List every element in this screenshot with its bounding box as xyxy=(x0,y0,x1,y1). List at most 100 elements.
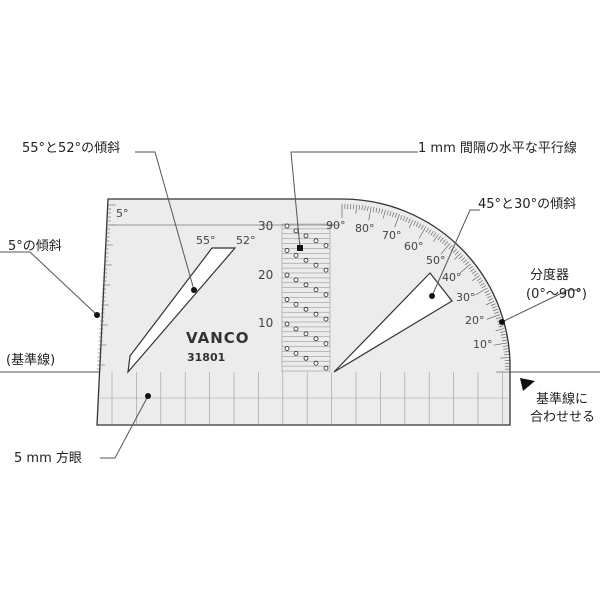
parallel-hole xyxy=(323,341,329,347)
protractor-tick xyxy=(367,206,369,212)
protractor-tick xyxy=(372,207,375,213)
protractor-tick xyxy=(459,263,471,274)
protractor-tick xyxy=(428,229,432,234)
parallel-hole xyxy=(313,360,319,366)
protractor-tick xyxy=(480,282,485,286)
protractor-tick xyxy=(400,215,403,220)
protractor-tick xyxy=(488,298,494,301)
leader-tilt-5 xyxy=(0,251,98,316)
protractor-tick xyxy=(500,357,510,359)
protractor-tick xyxy=(473,273,479,277)
protractor-tick xyxy=(394,213,397,218)
label-protractor: 分度器 xyxy=(530,268,570,283)
scale-30-label: 30 xyxy=(258,219,273,233)
protractor-tick xyxy=(413,220,416,226)
protractor-tick xyxy=(490,303,496,306)
parallel-hole xyxy=(284,272,290,278)
deg-20-label: 20° xyxy=(465,314,485,327)
leader-parallel xyxy=(290,151,418,249)
protractor-tick xyxy=(437,235,441,241)
protractor-tick xyxy=(420,224,424,230)
protractor-tick xyxy=(501,339,507,342)
protractor-tick xyxy=(493,342,508,346)
parallel-hole xyxy=(293,228,299,234)
parallel-hole xyxy=(284,321,290,327)
protractor-tick xyxy=(425,227,429,233)
parallel-hole xyxy=(313,287,319,293)
parallel-hole xyxy=(313,238,319,244)
leader-dots xyxy=(94,245,505,399)
protractor-tick xyxy=(405,217,408,223)
parallel-hole xyxy=(303,331,309,337)
parallel-hole xyxy=(303,282,309,288)
protractor-tick xyxy=(476,277,482,282)
parallel-hole xyxy=(284,346,290,351)
parallel-hole xyxy=(323,267,329,273)
align-arrow-icon xyxy=(520,378,535,391)
protractor-tick xyxy=(495,328,505,332)
label-grid-5mm: 5 mm 方眼 xyxy=(14,451,82,466)
parallel-hole xyxy=(293,301,299,307)
mark-52-label: 52° xyxy=(236,234,256,247)
label-tilt-45-30: 45°と30°の傾斜 xyxy=(478,197,577,212)
label-tilt-5: 5°の傾斜 xyxy=(8,239,62,254)
parallel-hole xyxy=(284,223,290,229)
protractor-tick xyxy=(503,351,509,353)
protractor-tick xyxy=(392,212,395,218)
protractor-tick xyxy=(389,211,392,217)
protractor-tick xyxy=(503,348,509,350)
protractor-tick xyxy=(491,306,497,309)
protractor-tick xyxy=(468,266,473,270)
protractor-tick xyxy=(471,270,477,275)
protractor-tick xyxy=(461,257,466,262)
label-align-baseline-2: 合わせせる xyxy=(530,410,596,425)
deg-50-label: 50° xyxy=(426,254,446,267)
protractor-tick xyxy=(382,209,386,219)
label-tilt-55-52: 55°と52°の傾斜 xyxy=(22,141,121,156)
protractor-tick xyxy=(386,210,389,216)
protractor-tick xyxy=(361,205,363,211)
protractor-tick xyxy=(368,206,372,221)
parallel-hole xyxy=(303,306,309,312)
label-protractor-range: (0°～90°) xyxy=(526,287,587,302)
dot-tilt-45-30 xyxy=(429,293,435,299)
deg-80-label: 80° xyxy=(355,222,375,235)
scale-20-label: 20 xyxy=(258,268,273,282)
protractor-tick xyxy=(485,292,491,296)
protractor-tick xyxy=(496,317,501,320)
protractor-tick xyxy=(459,255,464,259)
protractor-tick xyxy=(500,333,506,336)
deg-90-label: 90° xyxy=(326,219,346,232)
protractor-tick xyxy=(375,207,378,213)
label-baseline: (基準線) xyxy=(6,353,56,368)
leader-grid-5mm xyxy=(100,395,149,459)
label-align-baseline-1: 基準線に xyxy=(536,392,589,407)
mark-55-label: 55° xyxy=(196,234,216,247)
mark-5-label: 5° xyxy=(116,207,129,220)
protractor-tick xyxy=(408,218,411,224)
deg-60-label: 60° xyxy=(404,240,424,253)
protractor-tick xyxy=(502,345,508,347)
grid-5mm xyxy=(97,372,510,425)
protractor-tick xyxy=(418,226,427,239)
deg-30-label: 30° xyxy=(456,291,476,304)
parallel-hole xyxy=(293,277,299,283)
parallel-lines-holes xyxy=(284,223,329,371)
leader-tilt-45-30 xyxy=(431,209,480,297)
parallel-hole xyxy=(293,326,299,332)
protractor-tick xyxy=(498,325,504,328)
protractor-tick xyxy=(418,223,422,229)
protractor-tick xyxy=(430,230,434,236)
protractor-tick xyxy=(402,216,406,221)
brand-label: VANCO xyxy=(186,329,250,347)
parallel-hole xyxy=(323,365,329,371)
protractor-tick xyxy=(442,239,446,244)
protractor-tick xyxy=(415,222,419,227)
dot-tilt-5 xyxy=(94,312,100,318)
protractor-tick xyxy=(462,259,468,264)
protractor-tick xyxy=(439,237,444,243)
protractor-tick xyxy=(432,232,437,238)
protractor-scale xyxy=(341,204,510,373)
scale-10-label: 10 xyxy=(258,316,273,330)
protractor-tick xyxy=(486,314,500,320)
